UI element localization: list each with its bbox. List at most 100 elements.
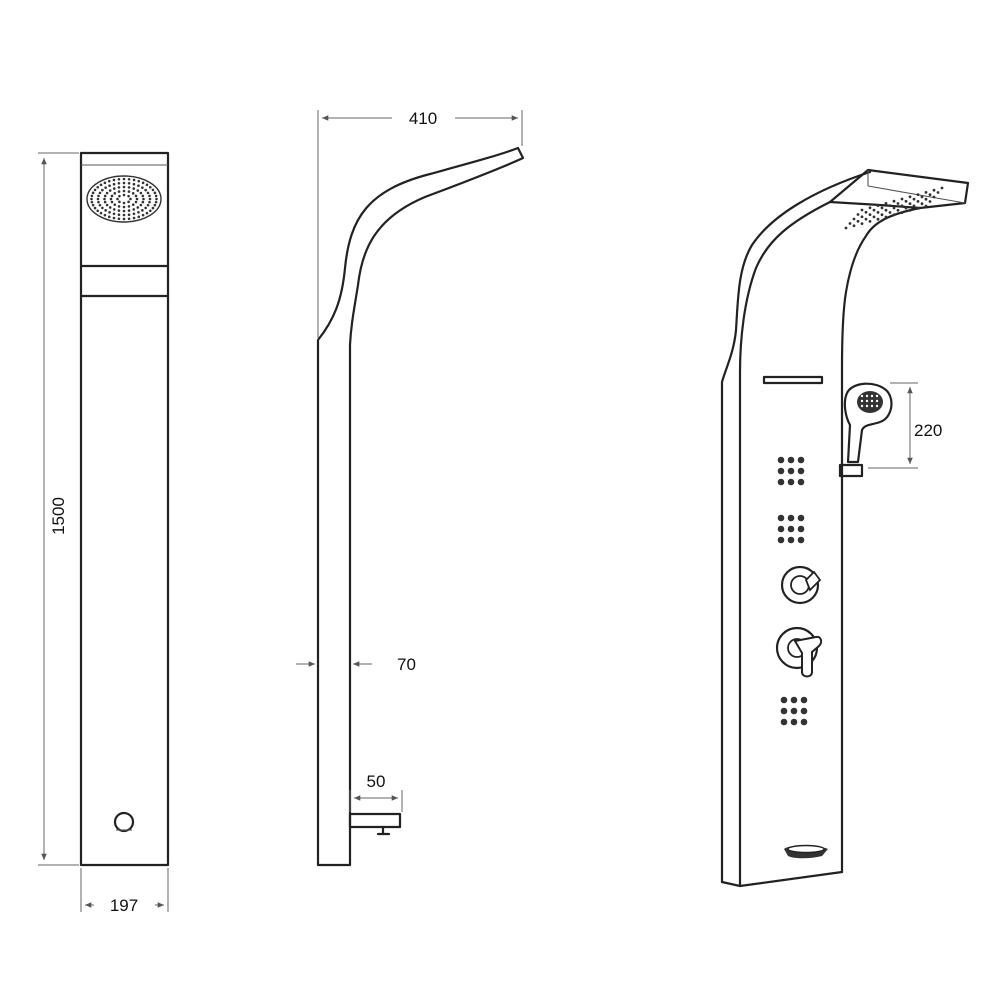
nozzle-dot (153, 203, 157, 207)
jet-dot (797, 514, 805, 522)
rain-nozzle-dot (876, 211, 880, 214)
rain-nozzle-dot (860, 208, 864, 212)
hand-nozzle-dot (875, 404, 879, 408)
nozzle-dot (144, 206, 147, 210)
rain-nozzle-dot (844, 226, 848, 230)
nozzle-dot (112, 178, 116, 182)
perspective-front-left-edge (738, 200, 832, 888)
nozzle-dot (103, 200, 107, 204)
rain-nozzle-dot (856, 219, 860, 223)
nozzle-dot (122, 193, 126, 197)
handset-dimension (868, 382, 918, 469)
jet-dot (800, 707, 808, 715)
perspective-left-outline (720, 170, 872, 884)
rain-head-nozzles (844, 186, 944, 230)
hand-nozzle-dot (860, 404, 864, 408)
nozzle-dot (136, 206, 140, 209)
nozzle-dot (122, 209, 126, 213)
nozzle-dot (141, 213, 145, 217)
nozzle-dot (141, 194, 145, 198)
jet-dot (777, 467, 785, 475)
nozzle-dot (109, 197, 113, 201)
hand-nozzle-dot (875, 399, 879, 403)
rain-nozzle-dot (908, 209, 912, 212)
rain-nozzle-dot (900, 211, 904, 215)
hand-nozzle-dot (865, 404, 869, 408)
nozzle-dot (127, 209, 131, 212)
front-panel-body (79, 151, 170, 867)
nozzle-dot (107, 215, 111, 219)
rain-nozzle-dot (936, 191, 940, 194)
rain-nozzle-dot (916, 200, 920, 203)
jet-dot (777, 478, 785, 486)
nozzle-dot (122, 213, 126, 217)
rain-nozzle-dot (860, 215, 864, 219)
nozzle-dot (122, 189, 126, 193)
body-jets (777, 456, 808, 726)
nozzle-dot (127, 177, 131, 181)
nozzle-dot (127, 186, 131, 189)
diverter-knob (780, 565, 822, 605)
rain-nozzle-dot (900, 197, 904, 201)
nozzle-dot (91, 203, 95, 207)
rain-nozzle-dot (864, 210, 868, 214)
nozzle-dot (148, 185, 152, 189)
nozzle-dot (131, 192, 135, 195)
side-spout (348, 812, 402, 836)
nozzle-dot (148, 209, 152, 213)
rain-nozzle-dot (876, 217, 880, 221)
perspective-head-tray (828, 168, 970, 210)
nozzle-dot (122, 217, 126, 221)
nozzle-dot (112, 208, 116, 211)
nozzle-dot (146, 203, 150, 207)
perspective-view: 220 (720, 168, 970, 888)
rain-nozzle-dot (856, 213, 860, 216)
dim-spout-label: 50 (367, 772, 386, 791)
nozzle-dot (104, 186, 107, 189)
rain-nozzle-dot (920, 202, 924, 206)
hand-shower (838, 382, 893, 478)
rain-nozzle-dot (880, 206, 884, 210)
nozzle-dot (105, 203, 109, 207)
nozzle-dot (98, 203, 102, 207)
nozzle-dot (99, 183, 103, 187)
jet-dot (800, 718, 808, 726)
dim-width-label: 197 (110, 896, 138, 915)
dim-height-label: 1500 (49, 497, 68, 535)
width-dimension (80, 868, 169, 912)
jet-dot (787, 478, 795, 486)
nozzle-dot (146, 191, 150, 195)
nozzle-dot (122, 205, 126, 209)
rain-nozzle-dot (908, 202, 912, 206)
nozzle-dot (117, 177, 121, 181)
nozzle-dot (127, 213, 131, 216)
rain-nozzle-dot (872, 215, 876, 219)
nozzle-dot (137, 215, 141, 219)
nozzle-dot (127, 217, 131, 221)
rain-nozzle-dot (916, 193, 920, 197)
rain-nozzle-dot (896, 208, 900, 212)
nozzle-dot (148, 194, 151, 198)
hand-nozzle-dot (860, 394, 864, 398)
rain-nozzle-dot (900, 204, 904, 208)
hand-nozzle-dot (870, 399, 874, 403)
dim-handset-label: 220 (914, 421, 942, 440)
jet-dot (780, 718, 788, 726)
nozzle-dot (113, 203, 117, 206)
nozzle-dot (134, 200, 138, 204)
nozzle-dot (103, 194, 107, 198)
nozzle-dot (122, 181, 126, 185)
nozzle-dot (127, 194, 130, 198)
nozzle-dot (155, 197, 158, 201)
nozzle-dot (113, 192, 117, 195)
nozzle-dot (103, 181, 107, 185)
jet-dot (780, 707, 788, 715)
nozzle-dot (132, 182, 136, 186)
rain-nozzle-dot (868, 220, 872, 223)
nozzle-dot (93, 206, 97, 210)
nozzle-dot (122, 177, 126, 181)
bottom-spout (784, 844, 828, 859)
rain-nozzle-dot (884, 208, 888, 212)
jet-dot (797, 536, 805, 544)
rain-nozzle-dot (852, 224, 856, 228)
